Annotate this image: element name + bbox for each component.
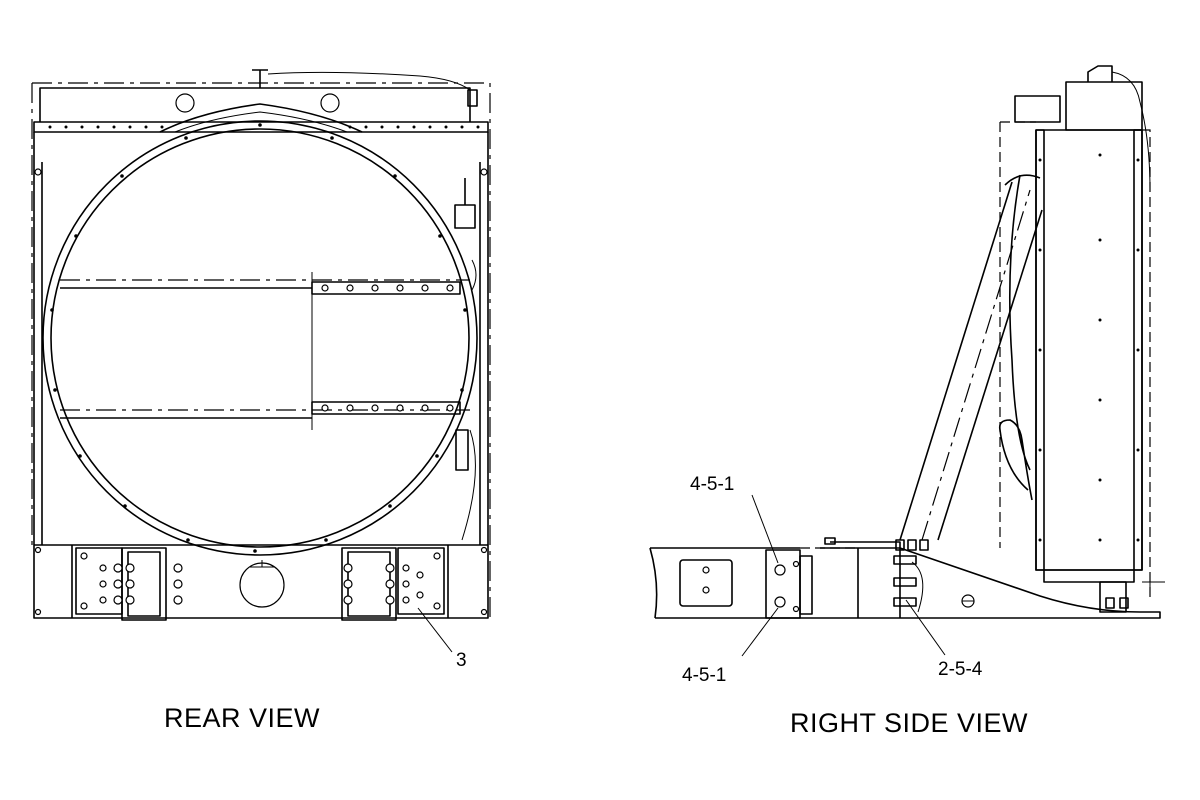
coolant-hose bbox=[998, 174, 1033, 501]
right-mounting-bracket bbox=[341, 547, 445, 621]
side-bolts bbox=[893, 539, 929, 613]
rear-view: 3 REAR VIEW bbox=[31, 69, 491, 733]
fan-guard-bars bbox=[60, 272, 470, 430]
right-side-view: 4-5-1 4-5-1 2-5-4 RIGHT SIDE VIEW bbox=[649, 65, 1165, 738]
lower-crossmember bbox=[33, 544, 489, 619]
leader-line-3 bbox=[417, 607, 453, 653]
fan-shroud-ring bbox=[42, 120, 478, 556]
callout-label-3: 3 bbox=[456, 650, 467, 671]
base-rail bbox=[649, 537, 1161, 619]
callout-label-4-5-1-top: 4-5-1 bbox=[690, 474, 734, 495]
diagonal-strut bbox=[899, 174, 1043, 541]
left-mounting-bracket bbox=[75, 547, 183, 621]
rear-view-outline bbox=[31, 82, 491, 618]
radiator-support bbox=[1043, 569, 1165, 613]
top-tank bbox=[33, 69, 489, 133]
callout-label-4-5-1-bottom: 4-5-1 bbox=[682, 665, 726, 686]
left-side-frame bbox=[33, 132, 43, 545]
right-side-frame bbox=[479, 132, 489, 545]
leader-line-4-5-1-bottom bbox=[741, 607, 779, 657]
callout-label-2-5-4: 2-5-4 bbox=[938, 659, 983, 680]
leader-line-4-5-1-top bbox=[751, 494, 779, 564]
top-tank-rivets bbox=[48, 125, 480, 129]
radiator-core bbox=[999, 65, 1151, 598]
side-mounting-plate bbox=[765, 549, 813, 619]
rear-view-title: REAR VIEW bbox=[164, 703, 320, 733]
side-view-title: RIGHT SIDE VIEW bbox=[790, 708, 1028, 738]
leader-line-2-5-4 bbox=[905, 599, 946, 656]
